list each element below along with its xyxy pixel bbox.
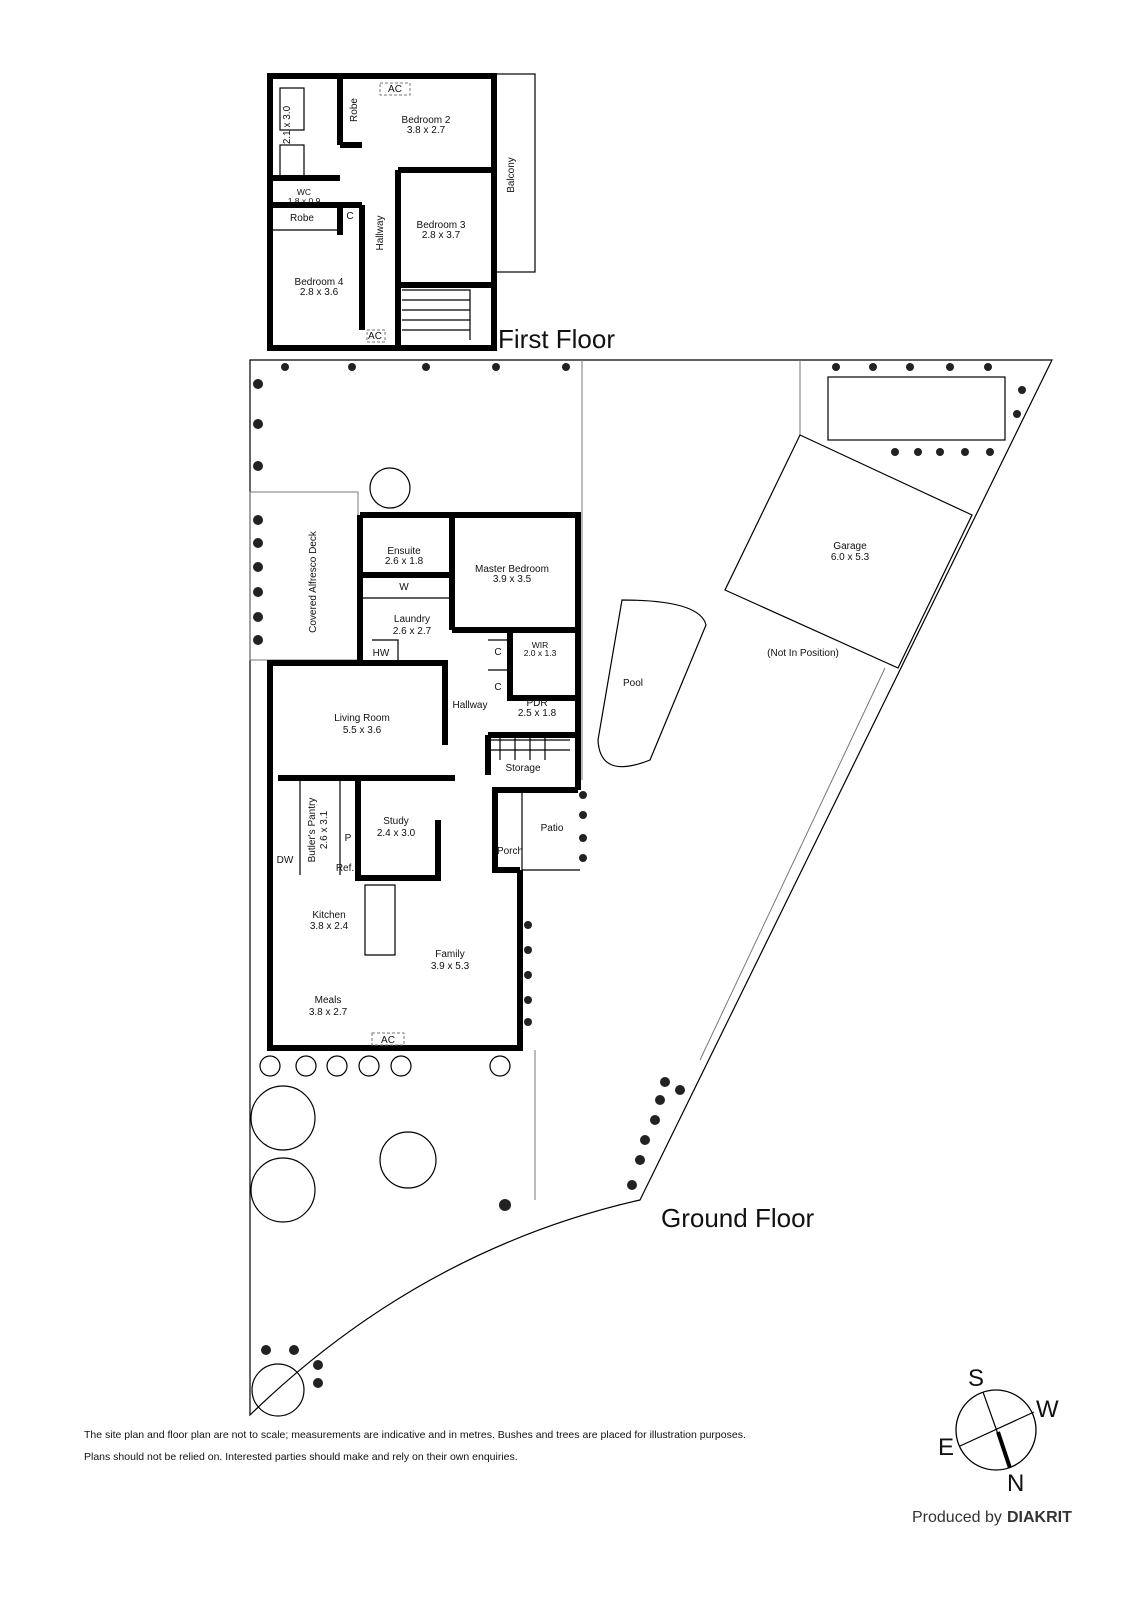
patio-label: Patio (541, 823, 564, 834)
living-room-dims: 5.5 x 3.6 (343, 725, 382, 736)
master-bedroom-label: Master Bedroom (475, 564, 549, 575)
compass-s: S (968, 1365, 984, 1392)
meals-label: Meals (315, 995, 342, 1006)
bedroom4-label: Bedroom 4 (295, 277, 344, 288)
pool-outline (597, 599, 707, 768)
wir-label: WIR (532, 640, 549, 650)
pantry-p-label: P (345, 833, 352, 844)
kitchen-dims: 3.8 x 2.4 (310, 921, 349, 932)
ac-top-label: AC (388, 84, 402, 95)
compass-e: E (938, 1434, 954, 1461)
hot-water-label: HW (373, 648, 390, 659)
alfresco-deck-outline (249, 491, 359, 661)
compass-icon (955, 1389, 1037, 1471)
first-floor-plan (267, 73, 536, 351)
washer-label: W (399, 582, 409, 593)
meals-dims: 3.8 x 2.7 (309, 1007, 348, 1018)
laundry-label: Laundry (394, 614, 430, 625)
storage-label: Storage (505, 763, 540, 774)
first-floor-title: First Floor (498, 324, 615, 354)
dishwasher-label: DW (277, 855, 294, 866)
disclaimer-line-2: Plans should not be relied on. Intereste… (84, 1451, 518, 1463)
living-room-label: Living Room (334, 713, 390, 724)
pdr-label: PDR (526, 698, 547, 709)
robe-top-label: Robe (349, 98, 360, 122)
porch-label: Porch (497, 846, 523, 857)
tree-icons (250, 467, 511, 1417)
bedroom3-label: Bedroom 3 (417, 220, 466, 231)
garden-bed (827, 376, 1006, 441)
ac-bottom-label: AC (368, 331, 382, 342)
first-hallway-label: Hallway (375, 215, 386, 250)
bedroom2-dims: 3.8 x 2.7 (407, 125, 446, 136)
ac-ground-label: AC (381, 1035, 395, 1046)
disclaimer-line-1: The site plan and floor plan are not to … (84, 1429, 746, 1441)
butlers-pantry-label: Butler's Pantry (307, 798, 318, 863)
ensuite-dims: 2.6 x 1.8 (385, 556, 424, 567)
kitchen-label: Kitchen (312, 910, 345, 921)
balcony-outline (494, 73, 536, 273)
cupboard-1-label: C (494, 647, 501, 658)
bedroom2-label: Bedroom 2 (402, 115, 451, 126)
ground-floor-plan (249, 491, 581, 1051)
butlers-pantry-dims: 2.6 x 3.1 (319, 810, 330, 849)
laundry-dims: 2.6 x 2.7 (393, 626, 432, 637)
compass-n: N (1007, 1470, 1024, 1497)
robe-left-label: Robe (290, 213, 314, 224)
wc-label: WC (297, 187, 311, 197)
family-label: Family (435, 949, 464, 960)
bedroom4-dims: 2.8 x 3.6 (300, 287, 339, 298)
master-bedroom-dims: 3.9 x 3.5 (493, 574, 532, 585)
cupboard-label: C (346, 211, 353, 222)
balcony-label: Balcony (506, 157, 517, 193)
family-dims: 3.9 x 5.3 (431, 961, 470, 972)
bush-icons (253, 363, 1026, 1388)
garage-dims: 6.0 x 5.3 (831, 552, 870, 563)
garage-outline (724, 434, 973, 669)
cupboard-2-label: C (494, 682, 501, 693)
garage-label: Garage (833, 541, 867, 552)
pdr-dims: 2.5 x 1.8 (518, 708, 557, 719)
credit-prefix: Produced by (912, 1509, 1002, 1526)
study-dims: 2.4 x 3.0 (377, 828, 416, 839)
study-label: Study (383, 816, 409, 827)
wc-dims: 1.8 x 0.9 (288, 196, 321, 206)
ensuite-label: Ensuite (387, 546, 421, 557)
bedroom3-dims: 2.8 x 3.7 (422, 230, 461, 241)
compass-w: W (1036, 1396, 1059, 1423)
pool-label: Pool (623, 678, 643, 689)
ground-floor-title: Ground Floor (661, 1203, 815, 1233)
site-boundary (249, 359, 1053, 1417)
not-in-position-label: (Not In Position) (767, 648, 839, 659)
alfresco-label: Covered Alfresco Deck (308, 530, 319, 633)
bathroom-dims: 2.1 x 3.0 (282, 105, 293, 144)
ground-hallway-label: Hallway (452, 700, 487, 711)
wir-dims: 2.0 x 1.3 (524, 648, 557, 658)
fridge-label: Ref. (336, 863, 354, 874)
credit-brand-logo: DIAKRIT (1007, 1509, 1072, 1526)
